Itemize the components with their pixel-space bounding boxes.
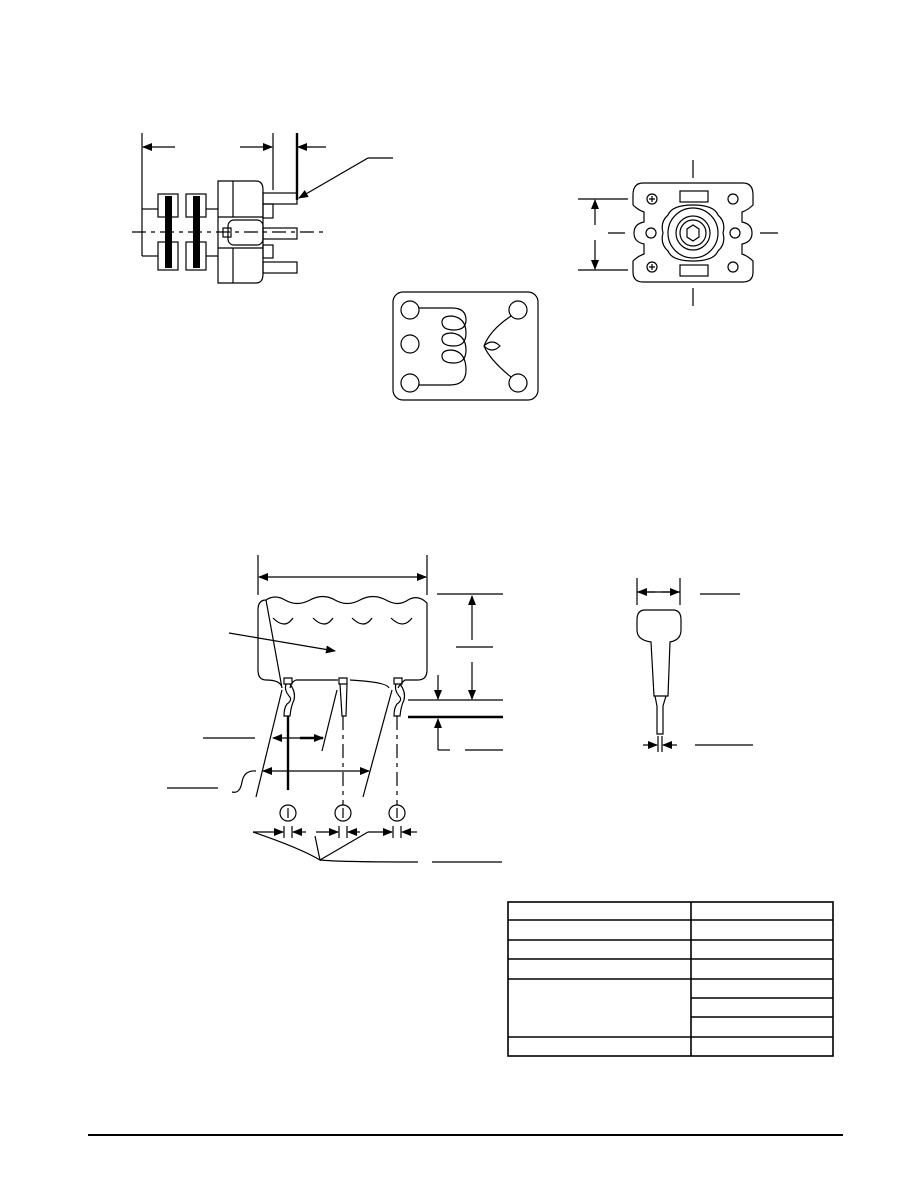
terminal-circle (400, 300, 420, 320)
wiper-loop (483, 315, 512, 378)
hex-adjust-icon (686, 224, 700, 242)
component-outline-drawing (167, 555, 503, 863)
coil-winding (419, 307, 467, 386)
shaft-outer-ring (667, 207, 719, 259)
spec-table (507, 901, 834, 1057)
terminal-circle (508, 373, 528, 393)
component-body (257, 595, 428, 689)
shaft-inner-ring (675, 215, 711, 251)
terminal-circle (400, 373, 420, 393)
mounting-holes (645, 193, 741, 273)
lead-position-circles (279, 804, 406, 822)
width-dimension (257, 555, 428, 595)
height-dimensions (408, 593, 503, 751)
side-view-drawing (132, 133, 393, 284)
terminal-circle (400, 334, 420, 354)
front-view-drawing (578, 160, 778, 306)
top-tab (679, 190, 709, 203)
circuit-schematic (392, 291, 539, 401)
terminal-circle (508, 300, 528, 320)
marking-leader (228, 632, 336, 654)
housing-body (217, 180, 264, 284)
terminal-pins (262, 192, 298, 274)
shaft-boss (661, 204, 725, 262)
side-view-dimensions (141, 133, 393, 257)
front-view-dimensions (578, 160, 778, 306)
pin-detail-drawing (636, 578, 753, 752)
pitch-dimensions (167, 689, 393, 798)
bottom-tab (679, 264, 709, 277)
body-grooves (272, 617, 413, 625)
front-view-outline (632, 182, 754, 283)
leads (283, 677, 406, 805)
pin-body (636, 609, 682, 697)
lead-tolerance-dimensions (252, 826, 502, 863)
